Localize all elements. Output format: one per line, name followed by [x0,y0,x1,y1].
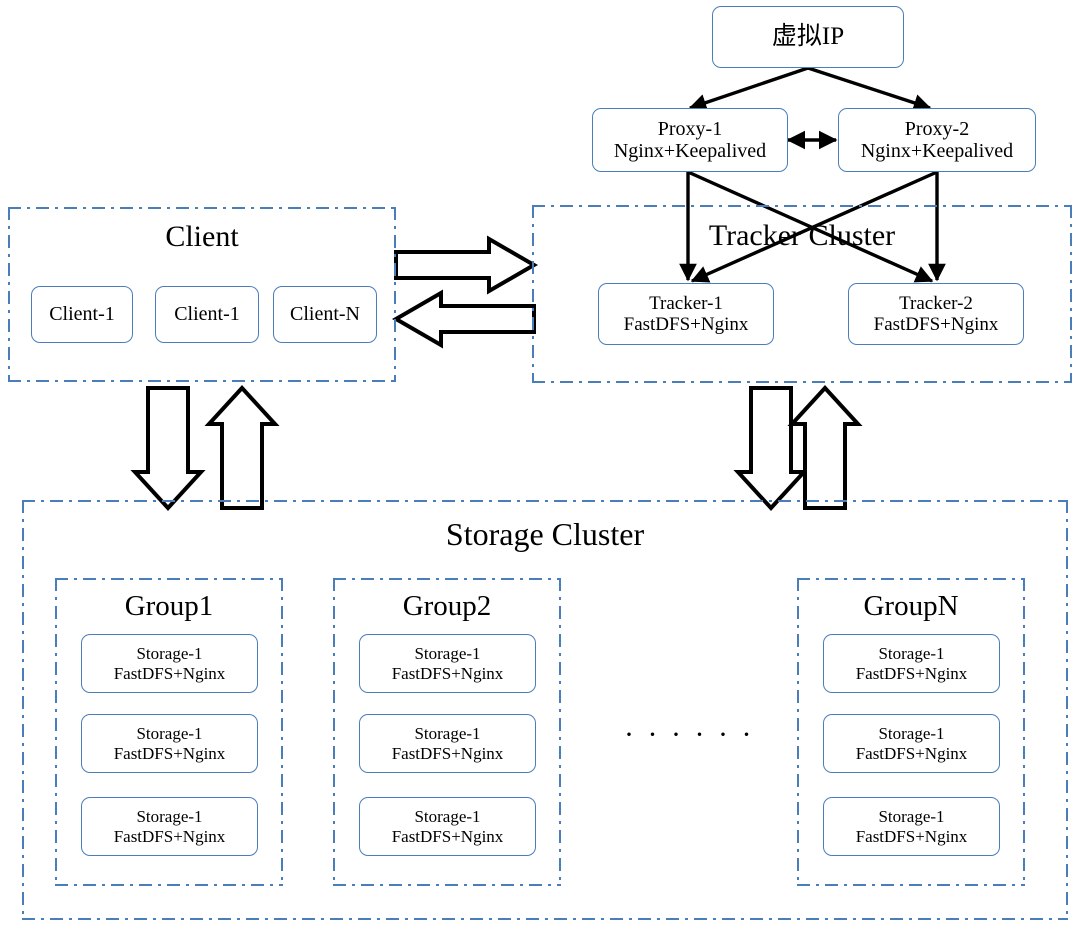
node-proxy-2-name: Proxy-2 [904,117,970,140]
node-tracker-2[interactable]: Tracker-2 FastDFS+Nginx [848,283,1024,345]
node-tracker-1[interactable]: Tracker-1 FastDFS+Nginx [598,283,774,345]
group-n-storage-3-stack: FastDFS+Nginx [855,826,968,846]
group-2-storage-2[interactable]: Storage-1 FastDFS+Nginx [359,714,536,773]
node-client-1[interactable]: Client-1 [31,286,133,343]
group-n-storage-2-name: Storage-1 [878,724,945,744]
node-client-2-label: Client-1 [174,303,240,326]
group-n-storage-1[interactable]: Storage-1 FastDFS+Nginx [823,634,1000,693]
group-n-storage-3[interactable]: Storage-1 FastDFS+Nginx [823,797,1000,856]
node-client-n-label: Client-N [290,303,360,326]
block-arrow-client-to-tracker [394,235,538,295]
group-1-storage-3-name: Storage-1 [136,807,203,827]
group-n-title: GroupN [863,590,959,622]
node-client-1-label: Client-1 [49,303,115,326]
node-proxy-2-stack: Nginx+Keepalived [860,140,1014,162]
node-proxy-2[interactable]: Proxy-2 Nginx+Keepalived [838,108,1036,172]
group-1-storage-1-name: Storage-1 [136,644,203,664]
group-1-storage-3[interactable]: Storage-1 FastDFS+Nginx [81,797,258,856]
group-2-storage-3-name: Storage-1 [414,807,481,827]
group-1-storage-2-stack: FastDFS+Nginx [113,743,226,763]
group-2-title: Group2 [402,590,492,622]
node-tracker-1-stack: FastDFS+Nginx [623,314,749,335]
group-2-storage-3-stack: FastDFS+Nginx [391,826,504,846]
block-arrow-storage-to-client [204,385,280,510]
group-2-storage-1[interactable]: Storage-1 FastDFS+Nginx [359,634,536,693]
connector-vip-to-proxy1 [688,66,809,112]
group-2-storage-1-stack: FastDFS+Nginx [391,663,504,683]
group-2-storage-2-stack: FastDFS+Nginx [391,743,504,763]
group-n-storage-1-name: Storage-1 [878,644,945,664]
block-arrow-client-to-storage [130,386,206,511]
block-arrow-tracker-to-client [392,289,536,349]
groups-ellipsis: · · · · · · [624,718,755,751]
group-n-storage-1-stack: FastDFS+Nginx [855,663,968,683]
group-n-storage-2[interactable]: Storage-1 FastDFS+Nginx [823,714,1000,773]
group-1-title: Group1 [124,590,214,622]
group-n-storage-3-name: Storage-1 [878,807,945,827]
node-proxy-1[interactable]: Proxy-1 Nginx+Keepalived [592,108,788,172]
group-1-storage-2[interactable]: Storage-1 FastDFS+Nginx [81,714,258,773]
group-1-storage-1-stack: FastDFS+Nginx [113,663,226,683]
node-tracker-2-stack: FastDFS+Nginx [873,314,999,335]
connector-vip-to-proxy2 [807,66,932,112]
node-virtual-ip[interactable]: 虚拟IP [712,6,904,68]
cluster-client-title: Client [165,220,239,253]
cluster-tracker-title: Tracker Cluster [708,219,896,252]
group-n-storage-2-stack: FastDFS+Nginx [855,743,968,763]
node-proxy-1-stack: Nginx+Keepalived [613,140,767,162]
node-client-n[interactable]: Client-N [273,286,377,343]
group-1-storage-3-stack: FastDFS+Nginx [113,826,226,846]
node-virtual-ip-label: 虚拟IP [771,23,845,50]
group-2-storage-3[interactable]: Storage-1 FastDFS+Nginx [359,797,536,856]
group-1-storage-1[interactable]: Storage-1 FastDFS+Nginx [81,634,258,693]
block-arrow-storage-to-tracker [787,385,863,510]
node-proxy-1-name: Proxy-1 [657,117,723,140]
node-tracker-1-name: Tracker-1 [649,292,723,314]
node-tracker-2-name: Tracker-2 [899,292,973,314]
group-1-storage-2-name: Storage-1 [136,724,203,744]
cluster-storage-title: Storage Cluster [445,516,645,552]
group-2-storage-1-name: Storage-1 [414,644,481,664]
block-arrow-tracker-to-storage [733,386,809,511]
node-client-2[interactable]: Client-1 [155,286,259,343]
group-2-storage-2-name: Storage-1 [414,724,481,744]
